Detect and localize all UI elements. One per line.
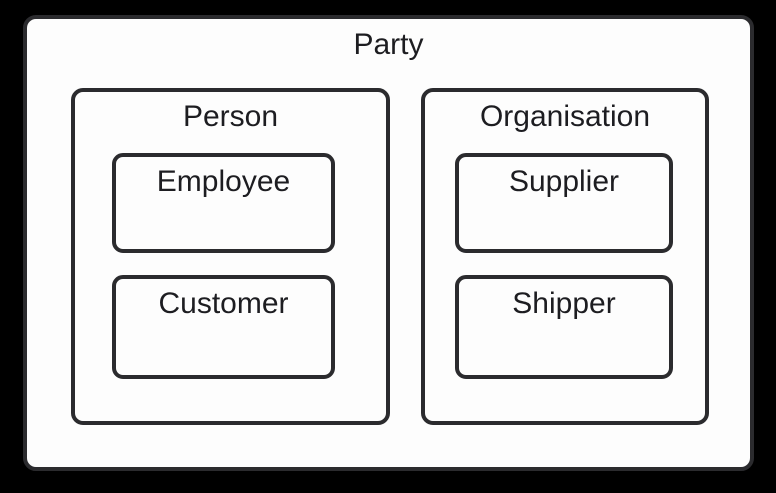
employee-box[interactable]: Employee	[112, 153, 335, 253]
organisation-frame[interactable]: Organisation Supplier Shipper	[421, 88, 709, 425]
supplier-label: Supplier	[508, 165, 620, 198]
customer-label: Customer	[158, 287, 289, 320]
supplier-box[interactable]: Supplier	[455, 153, 673, 253]
customer-box[interactable]: Customer	[112, 275, 335, 379]
party-frame[interactable]: Party Person Employee Customer Organisat…	[23, 15, 754, 471]
person-frame[interactable]: Person Employee Customer	[71, 88, 390, 425]
shipper-label: Shipper	[512, 287, 616, 320]
party-label: Party	[353, 28, 424, 61]
shipper-box[interactable]: Shipper	[455, 275, 673, 379]
person-label: Person	[182, 100, 279, 133]
organisation-label: Organisation	[479, 100, 651, 133]
employee-label: Employee	[156, 165, 291, 198]
